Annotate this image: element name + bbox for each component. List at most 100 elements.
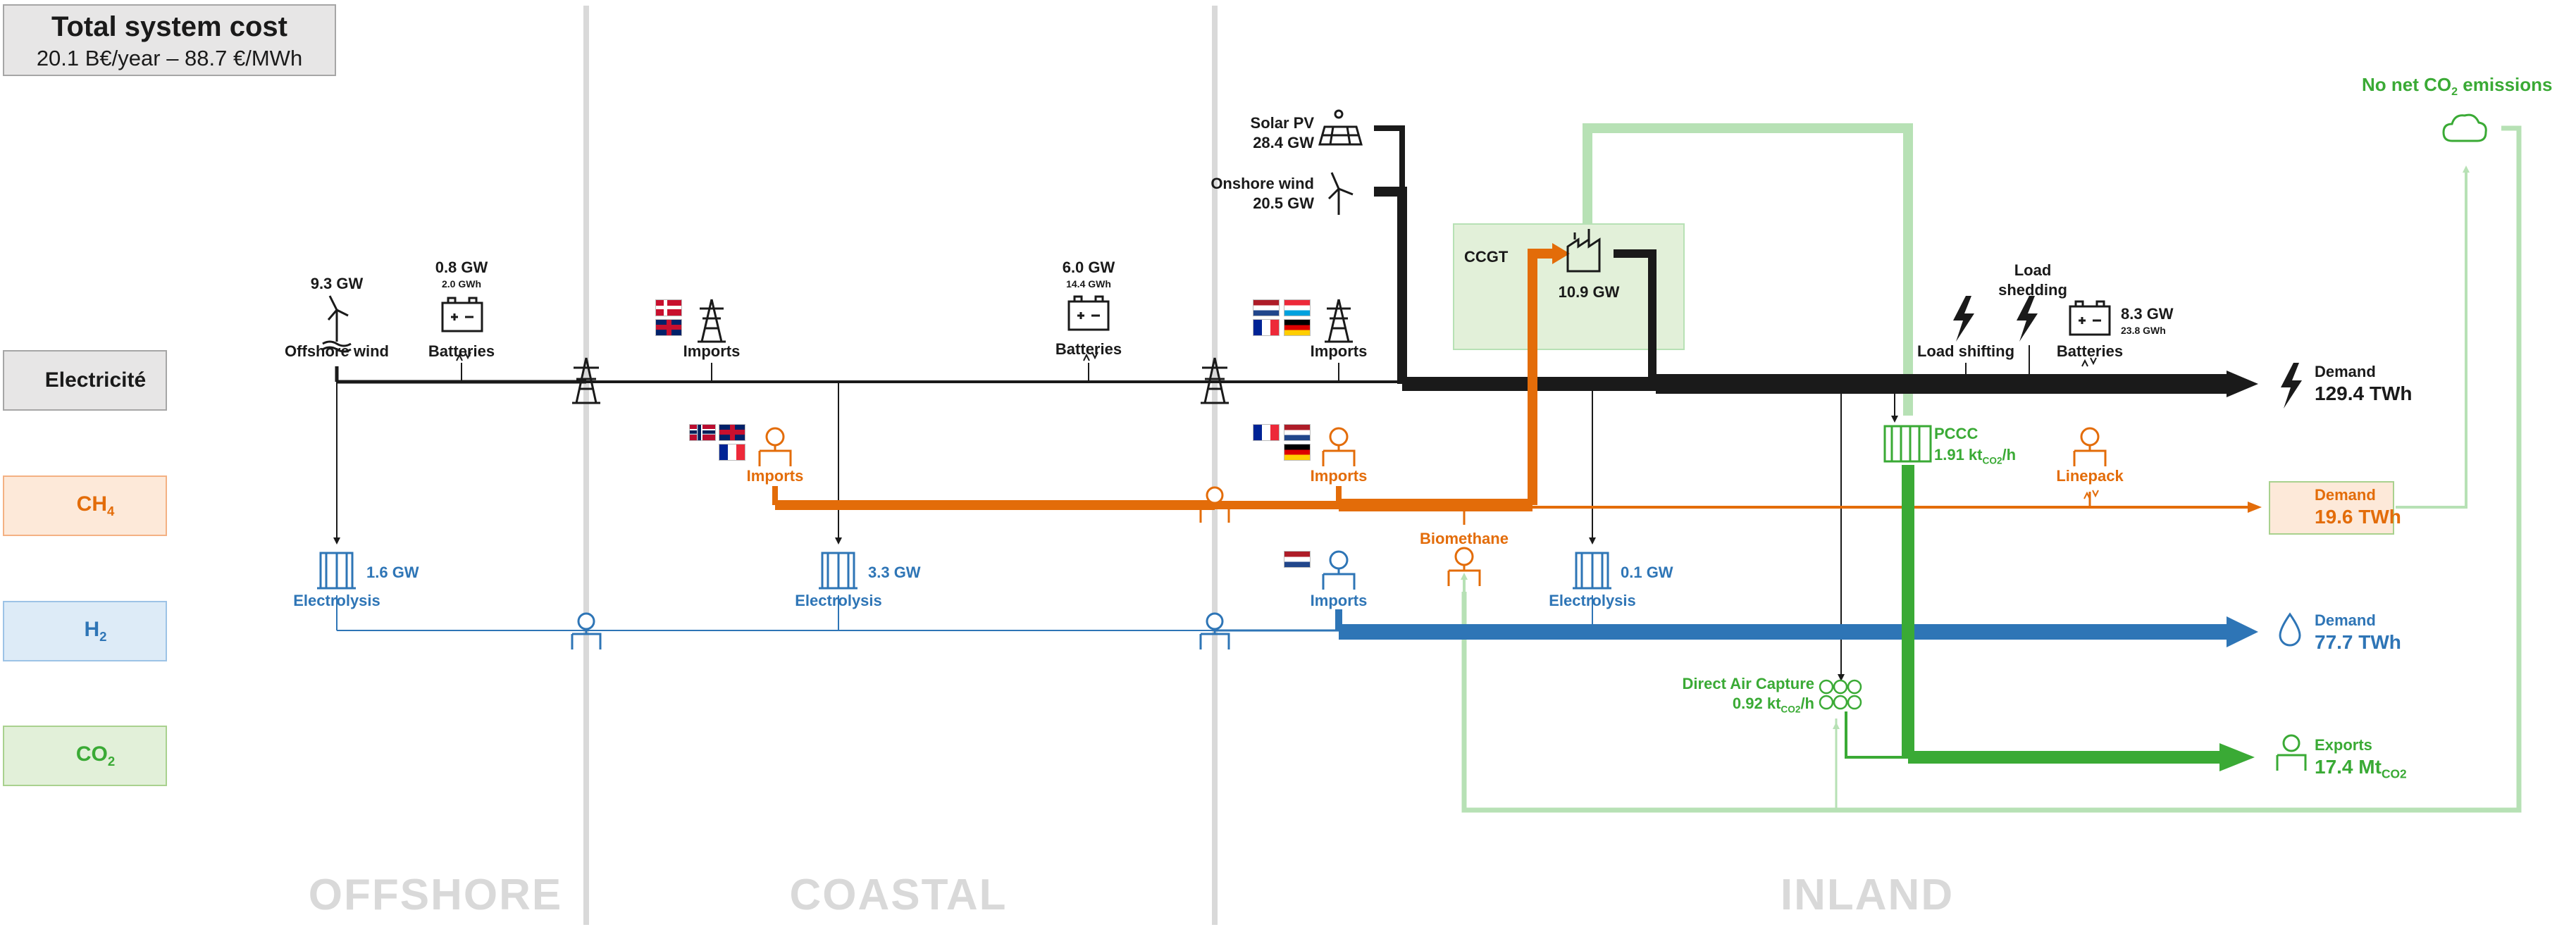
ch4-import-icon-coastal [758,427,792,466]
legend-co2-label: CO2 [75,742,116,769]
inland-battery-label: Batteries [2056,342,2124,360]
flag-netherlands-3 [1284,551,1311,568]
coastal-electrolysis-value: 3.3 GW [868,564,921,581]
offshore-electrolysis-value: 1.6 GW [366,564,419,581]
flag-netherlands [1253,299,1280,316]
biomethane-label: Biomethane [1420,530,1509,547]
co2-capture-loop [1583,123,1913,416]
linepack-icon [2073,427,2107,466]
flag-uk-2 [719,424,745,441]
ccgt-elec-out [1614,249,1657,384]
coastal-elec-imports-label: Imports [683,342,741,360]
flag-denmark [655,299,682,316]
ccgt-value: 10.9 GW [1558,283,1620,301]
inland-ch4-imports-label: Imports [1310,467,1368,485]
coastal-battery-arrows [1083,352,1098,361]
ch4-demand-value: 19.6 TWh [2315,506,2401,528]
zone-coastal-label: COASTAL [789,871,1008,919]
onshore-wind-label: Onshore wind [1210,175,1314,192]
dac-value: 0.92 ktCO2/h [1732,695,1814,715]
h2-valve-icon-2 [1199,612,1230,649]
co2-export-label: Exports [2315,736,2372,754]
inland-battery-energy: 23.8 GWh [2121,325,2166,336]
electrolysis-icon-offshore [317,552,356,590]
battery-icon-coastal [1067,295,1110,331]
offshore-battery-energy: 2.0 GWh [441,278,482,290]
co2-cloud-icon [2442,113,2487,142]
ch4-demand-label: Demand [2315,486,2376,504]
co2-return-line [1461,125,2522,813]
load-shedding-label: Load shedding [1998,261,2067,299]
elec-demand-arrow [2227,371,2258,397]
h2-demand-label: Demand [2315,611,2376,629]
co2-export-arrow [2219,743,2255,771]
total-cost-subtitle: 20.1 B€/year – 88.7 €/MWh [36,46,303,70]
ch4-to-atmosphere [2396,166,2470,509]
biomethane-icon [1447,547,1481,586]
offshore-wind-icon [322,295,352,353]
zone-separator-2 [1212,6,1218,925]
zone-offshore-label: OFFSHORE [308,871,563,919]
co2-export-value: 17.4 MtCO2 [2315,756,2407,781]
pccc-value: 1.91 ktCO2/h [1934,446,2017,466]
electrolysis-icon-inland [1573,552,1611,590]
electrolysis-icon-coastal [819,552,857,590]
coastal-battery-label: Batteries [1055,340,1122,358]
inland-h2-imports-label: Imports [1310,592,1368,609]
dac-label: Direct Air Capture [1682,675,1814,692]
ccgt-label: CCGT [1464,248,1509,266]
h2-import-icon-inland [1322,550,1356,590]
linepack-arrows [2083,490,2099,499]
onshore-feed [1374,187,1407,384]
ch4-demand-box [2269,481,2394,535]
offshore-wind-value: 9.3 GW [310,275,364,292]
inland-electrolysis-label: Electrolysis [1549,592,1636,609]
legend-ch4: CH4 [3,475,167,536]
solar-pv-value: 28.4 GW [1253,134,1314,151]
h2-demand-drop-icon [2279,612,2301,647]
onshore-wind-value: 20.5 GW [1253,194,1314,212]
coastal-electrolysis-label: Electrolysis [795,592,882,609]
zone-separator-1 [583,6,589,925]
coastal-ch4-imports-label: Imports [746,467,804,485]
legend-h2: H2 [3,601,167,661]
ch4-ccgt-arrow [1552,243,1570,264]
import-pylon-icon-inland [1325,299,1353,343]
coastal-battery-power: 6.0 GW [1062,259,1115,276]
pylon-icon-coastal-inland [1201,357,1229,404]
flag-norway [689,424,716,441]
inland-electrolysis-value: 0.1 GW [1621,564,1673,581]
flag-luxembourg [1284,299,1311,316]
flag-france-3 [1253,424,1280,441]
pccc-icon [1883,425,1932,463]
legend-electricity: Electricité [3,350,167,411]
ch4-import-icon-inland [1322,427,1356,466]
offshore-battery-arrows [456,352,471,361]
linepack-label: Linepack [2056,467,2124,485]
dac-co2-line [1845,711,1908,759]
pylon-icon-offshore-coastal [572,357,600,404]
legend-h2-label: H2 [84,618,107,644]
ch4-valve-icon [1199,486,1230,523]
inland-battery-arrows [2081,357,2097,367]
elec-demand-value: 129.4 TWh [2315,383,2413,404]
h2-demand-arrow [2227,616,2258,647]
battery-icon-offshore [441,297,483,332]
offshore-electrolysis-label: Electrolysis [293,592,380,609]
co2-export-icon [2276,734,2307,771]
load-shifting-label: Load shifting [1916,342,2015,360]
flag-netherlands-2 [1284,424,1311,441]
offshore-wind-label: Offshore wind [285,342,389,360]
no-net-emissions-label: No net CO2 emissions [2362,74,2553,99]
total-cost-box: Total system cost 20.1 B€/year – 88.7 €/… [3,4,336,76]
flag-france-2 [1253,319,1280,336]
coastal-battery-energy: 14.4 GWh [1066,278,1111,290]
legend-co2: CO2 [3,726,167,786]
solar-pv-icon [1318,109,1363,146]
load-shifting-icon [1953,296,1974,342]
legend-ch4-label: CH4 [76,492,115,518]
ch4-to-ccgt [1528,249,1554,505]
h2-valve-icon-1 [571,612,602,649]
flag-france [719,444,745,461]
